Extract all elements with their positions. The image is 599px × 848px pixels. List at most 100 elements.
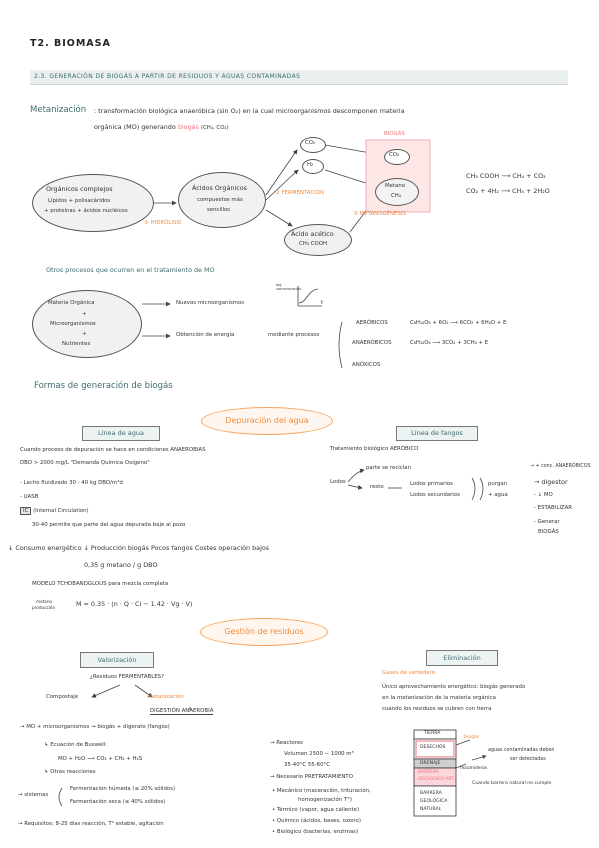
otras-reacciones: ↳ Otras reacciones <box>44 769 96 775</box>
acido-acetico-node <box>284 224 352 256</box>
anaerobicos-eq: C₆H₁₂O₆ ⟶ 3CO₂ + 3CH₄ + E <box>410 340 489 346</box>
valorizacion-label: Valorización <box>80 652 154 668</box>
aerobicos-eq: C₆H₁₂O₆ + 6O₂ ⟶ 6CO₂ + 6H₂O + E <box>410 320 507 326</box>
landfill-barrera-art-2: GEOLÓGICA ART. <box>418 777 455 782</box>
agua-line4: - UASB <box>20 494 39 500</box>
landfill-barrera-nat-1: BARRERA <box>420 791 442 796</box>
agua-line6: 30-40 permite que parte del agua depurad… <box>32 522 186 528</box>
reaction-2: CO₂ + 4H₂ ⟶ CH₄ + 2H₂O <box>466 187 550 195</box>
organicos-complejos-node <box>32 174 154 232</box>
out-mo: - ↓ MO <box>534 492 553 498</box>
vertedero-line2: en la metanización de la materia orgánic… <box>382 695 496 701</box>
mediante-procesos: mediante procesos <box>268 332 320 338</box>
graph-t-label: t <box>321 300 324 306</box>
landfill-biogas: biogás <box>464 735 480 740</box>
acidos-organicos-node <box>178 172 266 228</box>
depuracion-heading: Depuración del agua <box>201 407 333 435</box>
sistemas-label: → sistemas <box>18 792 49 798</box>
purgan-label: purgan <box>488 481 508 487</box>
agua-line5: IC (Internal Circulation) <box>20 507 89 515</box>
acido-acetico-formula: CH₃ COOH <box>299 241 327 247</box>
fermentacion-humeda: Fermentación húmeda (≤ 20% sólidos) <box>70 786 176 792</box>
gestion-heading: Gestión de residuos <box>200 618 328 646</box>
anoxicos-label: ANÓXICOS <box>352 362 381 368</box>
metanizacion-label: Metanización <box>148 694 184 700</box>
biogas-co2-text: CO₂ <box>389 152 400 158</box>
buswell-eq: MO + H₂O ⟶ CO₂ + CH₄ + H₂S <box>58 756 143 762</box>
aguas-note-1: aguas contaminadas deben <box>488 748 555 753</box>
materia-3: Microorganismos <box>50 321 96 327</box>
acidos-sub1: compuestos más <box>197 197 243 203</box>
out-digestor: → digestor <box>534 478 568 486</box>
anaerobicos-label: ANAERÓBICOS <box>352 340 392 346</box>
materia-4: + <box>82 331 87 337</box>
out-conc: → + conc. ANAERÓBICOS <box>530 464 591 469</box>
aerobicos-label: AERÓBICOS <box>356 320 388 326</box>
co2-text: CO₂ <box>305 140 316 146</box>
out-biogas: BIOGÁS <box>538 529 559 535</box>
landfill-barrera-art-1: BARRERA <box>418 770 439 775</box>
eliminacion-label: Eliminación <box>426 650 498 666</box>
hidrolisis-label: ① HIDRÓLISIS <box>144 220 182 226</box>
co2-node <box>300 137 326 153</box>
def-text: orgánica (MO) generando <box>94 123 176 131</box>
linea-fangos-label: Línea de fangos <box>396 426 478 441</box>
pretrat-quimico: • Químico (ácidos, bases, ozono) <box>272 818 361 824</box>
obtencion-energia: Obtención de energía <box>176 332 235 338</box>
mo-line: → MO + microorganismos → biogás + digera… <box>20 724 170 730</box>
landfill-barrera-nat-2: GEOLÓGICA <box>420 799 448 804</box>
metanogenesis-label: ③ METANOGÉNESIS <box>353 211 406 217</box>
metanizacion-heading: Metanización <box>30 105 87 115</box>
parte-recicla: parte se reciclan <box>366 465 411 471</box>
out-estabilizar: - ESTABILIZAR <box>534 505 573 511</box>
formas-heading: Formas de generación de biogás <box>34 381 173 391</box>
ic-text: (Internal Circulation) <box>33 508 89 514</box>
graph-y-label: log concentración <box>276 283 302 291</box>
pretrat-mecanico-1: • Mecánico (maceración, trituración, <box>272 788 371 794</box>
nuevos-microorganismos: Nuevos microorganismos <box>176 300 245 306</box>
agua-line2: DBO > 2000 mg/L "Demanda Química Oxígeno… <box>20 460 150 466</box>
fermentables-q: ¿Residuos FERMENTABLES? <box>90 674 164 680</box>
reaction-1: CH₃ COOH ⟶ CH₄ + CO₂ <box>466 172 546 180</box>
resto-label: resto <box>370 484 384 490</box>
barrera-natural-note: Cuando barrera natural no cumple <box>472 781 552 786</box>
section-bar <box>30 70 568 85</box>
materia-organica-node <box>32 290 142 358</box>
linea-agua-label: Línea de agua <box>82 426 160 441</box>
def-biogas: biogás <box>177 123 199 131</box>
vertedero-line3: cuando los residuos se cubren con tierra <box>382 706 492 712</box>
buswell-label: ↳ Ecuación de Buswell: <box>44 742 108 748</box>
formula: M = 0.35 · (n · Q · Ci − 1.42 · Vg · V) <box>76 600 193 608</box>
biogas-label: BIOGÁS <box>384 131 405 137</box>
metanizacion-def-line1: : transformación biológica anaeróbica (s… <box>94 107 405 115</box>
reactores-volumen: Volumen 2500 − 1000 m³ <box>284 751 354 757</box>
acidos-title: Ácidos Orgánicos <box>192 184 247 192</box>
digestion-label: DIGESTIÓN ANAEROBIA <box>150 708 214 715</box>
pretrat-biologico: • Biológico (bacterias, enzimas) <box>272 829 359 835</box>
metano-title: Metano <box>385 183 406 189</box>
h2-text: H₂ <box>307 162 314 168</box>
metano-formula: CH₄ <box>391 193 401 199</box>
def-formula: (CH₄, CO₂) <box>200 125 229 131</box>
landfill-rezumideros: rezumideros <box>460 766 488 771</box>
consumo-line: ↓ Consumo energético ↓ Producción biogás… <box>8 544 270 552</box>
pretrat-termico: • Térmico (vapor, agua caliente) <box>272 807 360 813</box>
lodos-secundarios: Lodos secundarios <box>410 492 460 498</box>
acidos-sub2: sencillos <box>207 207 231 213</box>
metano-node <box>375 178 419 206</box>
purgan-agua: + agua <box>488 492 508 498</box>
metano-prod-2: producción <box>32 605 56 610</box>
pretrat-mecanico-2: homogenización T°) <box>298 797 353 803</box>
organicos-sub1: Lípidos + polisacáridos <box>48 198 111 204</box>
organicos-title: Orgánicos complejos <box>46 185 113 193</box>
metano-prod-1: metano <box>36 599 53 604</box>
fermentacion-seca: Fermentación seca (≤ 40% sólidos) <box>70 799 166 805</box>
otros-heading: Otros procesos que ocurren en el tratami… <box>46 266 215 274</box>
page-title: T2. BIOMASA <box>30 38 111 49</box>
lodos-label: Lodos <box>330 479 346 485</box>
h2-node <box>302 159 324 174</box>
organicos-sub2: + proteínas + ácidos nucléicos <box>44 208 128 214</box>
reactores-label: → Reactores <box>270 740 303 746</box>
aguas-note-2: ser detectadas <box>510 757 546 762</box>
